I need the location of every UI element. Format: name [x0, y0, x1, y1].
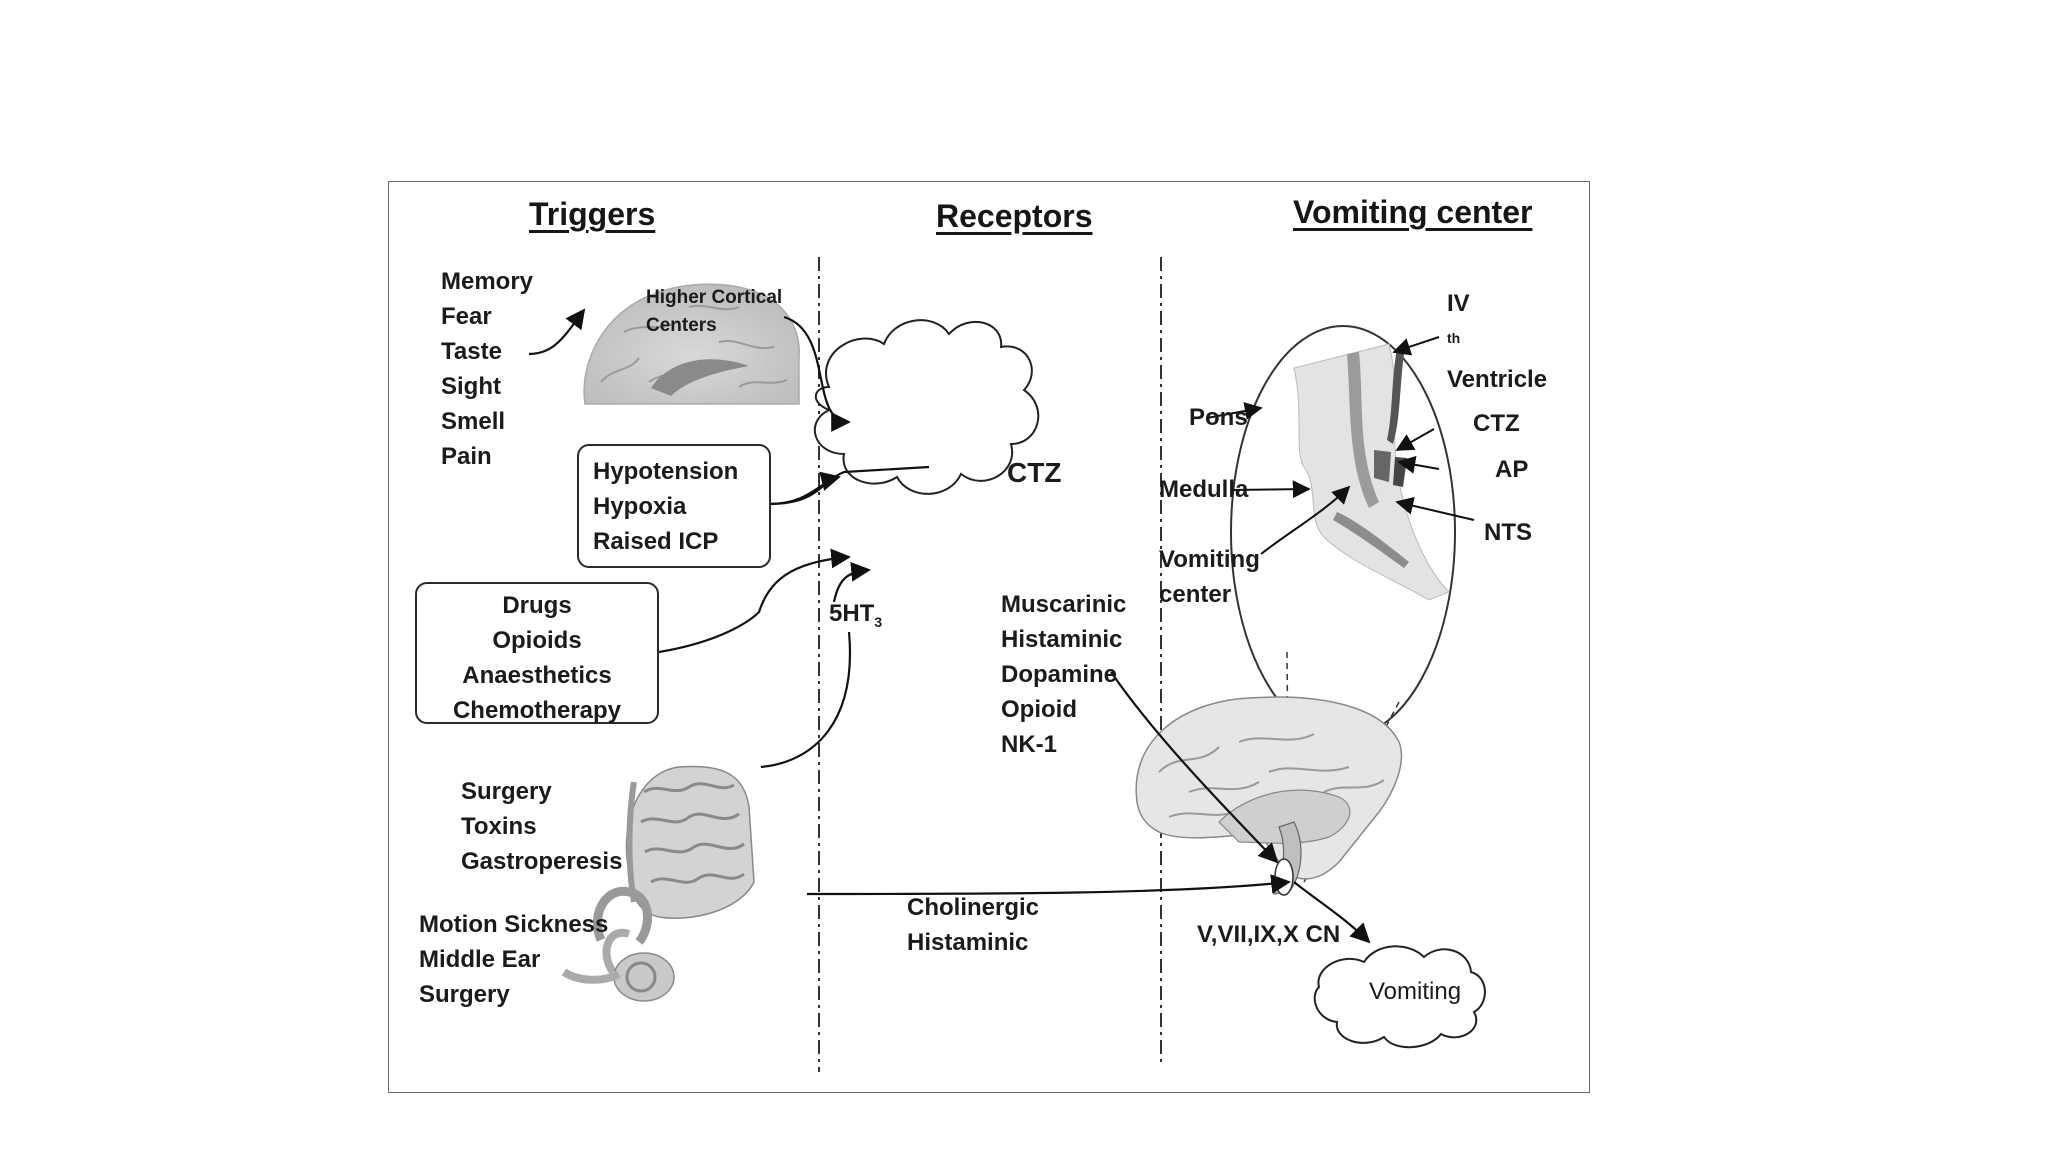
diagram-canvas — [528, 257, 1486, 1072]
fourth-ventricle-numeral: IV — [1447, 290, 1470, 317]
drug-item: Drugs — [502, 592, 572, 619]
intestine-illustration — [625, 765, 755, 919]
pons-label: Pons — [1189, 404, 1248, 431]
arrow-5ht3-to-ctz — [832, 561, 871, 603]
higher-cortical-line: Centers — [646, 315, 717, 336]
vomiting-center-label: Vomiting center — [1159, 542, 1260, 612]
receptor-item: Opioid — [1001, 696, 1077, 723]
fourth-ventricle-superscript: th — [1447, 330, 1461, 346]
receptor-item: Dopamine — [1001, 661, 1118, 688]
vestibular-item: Surgery — [419, 981, 510, 1008]
arrow-medulla — [1230, 480, 1311, 499]
receptor-item: Histaminic — [1001, 626, 1123, 653]
ctz-oval-label: CTZ — [1473, 410, 1520, 437]
higher-cortical-line: Higher Cortical — [646, 287, 783, 308]
gut-triggers-list: Surgery Toxins Gastroperesis — [461, 774, 622, 879]
vestibular-receptor-item: Cholinergic — [907, 894, 1040, 921]
arrow-ctz-oval — [1395, 428, 1435, 451]
serotonin-subscript: 3 — [874, 613, 883, 630]
vestibular-receptor-item: Histaminic — [907, 929, 1029, 956]
ctz-label: CTZ — [1007, 457, 1062, 488]
vomiting-center-line: center — [1159, 581, 1232, 608]
physiological-triggers-box: Hypotension Hypoxia Raised ICP — [577, 444, 771, 568]
arrow-ap — [1397, 455, 1440, 474]
sense-item: Smell — [441, 408, 506, 435]
arrow-receptors-to-vc — [1110, 671, 1279, 864]
medulla-label: Medulla — [1159, 476, 1249, 503]
arrow-pons — [1206, 402, 1263, 420]
arrow-vc-to-vomiting — [1293, 881, 1371, 944]
inner-ear-illustration — [561, 886, 675, 1002]
arrow-vestibular-to-vc — [806, 874, 1291, 896]
nts-label: NTS — [1484, 519, 1532, 546]
vestibular-item: Middle Ear — [419, 946, 541, 973]
physiological-item: Raised ICP — [593, 528, 719, 555]
fourth-ventricle-word: Ventricle — [1447, 366, 1548, 393]
drug-item: Anaesthetics — [462, 662, 612, 689]
gut-item: Surgery — [461, 778, 552, 805]
serotonin-base: 5HT — [829, 600, 875, 627]
sense-item: Sight — [441, 373, 501, 400]
arrow-cortex-to-ctz — [783, 315, 851, 432]
arrow-gut-to-ctz — [760, 631, 852, 769]
drug-triggers-box: Drugs Opioids Anaesthetics Chemotherapy — [415, 582, 659, 724]
sense-item: Pain — [441, 443, 492, 470]
heading-vomiting-center: Vomiting center — [1293, 194, 1533, 230]
vomiting-cloud — [1313, 945, 1486, 1049]
vomiting-center-line: Vomiting — [1159, 546, 1260, 573]
sense-item: Fear — [441, 303, 492, 330]
serotonin-receptor-label: 5HT3 — [829, 596, 882, 640]
heading-receptors: Receptors — [936, 198, 1093, 234]
gut-item: Gastroperesis — [461, 848, 623, 875]
sense-item: Memory — [441, 268, 534, 295]
arrow-drugs-to-ctz — [658, 548, 851, 654]
drug-item: Chemotherapy — [452, 697, 622, 724]
cortex-illustration — [583, 283, 800, 405]
sagittal-brain-illustration — [1135, 696, 1403, 896]
arrow-nts — [1395, 496, 1475, 521]
vomiting-label: Vomiting — [1369, 978, 1462, 1005]
arrow-ventricle — [1392, 336, 1440, 356]
fourth-ventricle-label: IV th Ventricle — [1447, 286, 1547, 397]
cranial-nerves-label: V,VII,IX,X CN — [1197, 921, 1341, 948]
sense-item: Taste — [441, 338, 502, 365]
arrow-vc-label — [1260, 485, 1351, 555]
arrow-hypo-to-ctz — [768, 471, 841, 506]
heading-triggers: Triggers — [529, 196, 656, 232]
ctz-cloud — [813, 319, 1040, 495]
receptor-item: Muscarinic — [1001, 591, 1127, 618]
vestibular-item: Motion Sickness — [419, 911, 609, 938]
emesis-pathway-figure: Triggers Receptors Vomiting center Memor… — [388, 181, 1590, 1093]
senses-list: Memory Fear Taste Sight Smell Pain — [441, 264, 533, 474]
drug-item: Opioids — [492, 627, 582, 654]
receptor-item: NK-1 — [1001, 731, 1058, 758]
ap-label: AP — [1495, 456, 1529, 483]
higher-cortical-label: Higher Cortical Centers — [646, 284, 782, 340]
vestibular-triggers-list: Motion Sickness Middle Ear Surgery — [419, 907, 608, 1012]
ctz-receptor-list: Muscarinic Histaminic Dopamine Opioid NK… — [1001, 587, 1126, 762]
vestibular-receptor-list: Cholinergic Histaminic — [907, 890, 1039, 960]
physiological-item: Hypotension — [593, 458, 739, 485]
physiological-item: Hypoxia — [593, 493, 687, 520]
gut-item: Toxins — [461, 813, 537, 840]
arrow-senses-to-cortex — [528, 308, 586, 356]
